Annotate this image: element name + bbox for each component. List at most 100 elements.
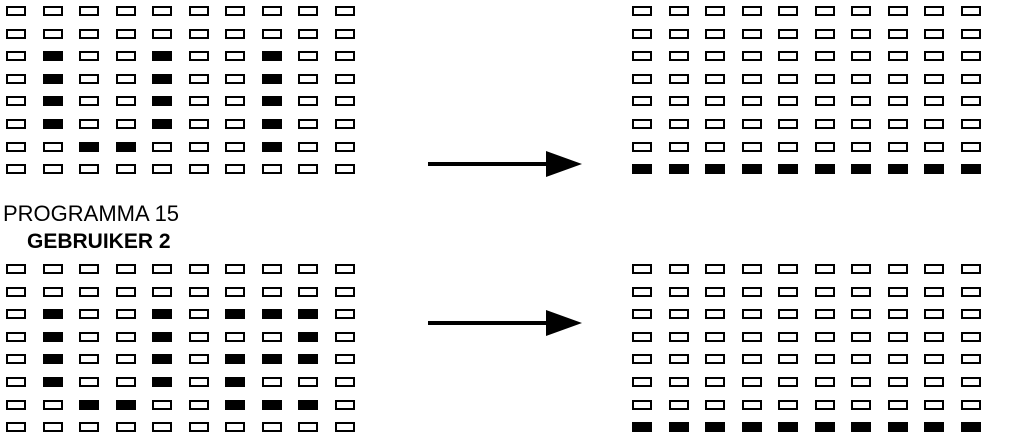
- led-cell-off: [888, 400, 908, 410]
- led-cell-off: [335, 354, 355, 364]
- led-cell-off: [888, 29, 908, 39]
- led-cell-off: [43, 264, 63, 274]
- led-grid-bottom-left: [6, 264, 356, 434]
- led-cell-off: [262, 377, 282, 387]
- led-cell-off: [851, 51, 871, 61]
- led-cell-on: [79, 400, 99, 410]
- led-cell-off: [815, 332, 835, 342]
- led-cell-on: [851, 422, 871, 432]
- led-cell-off: [152, 6, 172, 16]
- led-cell-off: [669, 287, 689, 297]
- led-cell-on: [742, 164, 762, 174]
- led-cell-off: [262, 422, 282, 432]
- led-cell-off: [851, 377, 871, 387]
- led-cell-on: [778, 422, 798, 432]
- led-cell-off: [888, 287, 908, 297]
- led-cell-on: [152, 74, 172, 84]
- led-cell-off: [225, 142, 245, 152]
- led-cell-on: [262, 400, 282, 410]
- led-cell-off: [742, 119, 762, 129]
- led-cell-off: [888, 332, 908, 342]
- led-cell-off: [924, 74, 944, 84]
- led-cell-off: [924, 142, 944, 152]
- led-cell-off: [705, 142, 725, 152]
- led-cell-off: [6, 422, 26, 432]
- led-cell-on: [43, 74, 63, 84]
- led-cell-off: [43, 287, 63, 297]
- led-cell-off: [116, 51, 136, 61]
- led-cell-off: [189, 74, 209, 84]
- led-cell-off: [632, 96, 652, 106]
- led-cell-off: [961, 377, 981, 387]
- led-cell-off: [335, 51, 355, 61]
- led-cell-off: [6, 29, 26, 39]
- led-cell-off: [669, 29, 689, 39]
- led-cell-off: [79, 264, 99, 274]
- led-cell-on: [262, 74, 282, 84]
- led-cell-off: [6, 400, 26, 410]
- led-cell-off: [189, 119, 209, 129]
- led-cell-off: [116, 74, 136, 84]
- led-cell-off: [152, 142, 172, 152]
- led-cell-off: [298, 29, 318, 39]
- led-cell-off: [705, 309, 725, 319]
- led-cell-off: [79, 422, 99, 432]
- led-cell-off: [189, 264, 209, 274]
- led-cell-off: [742, 142, 762, 152]
- led-cell-off: [851, 6, 871, 16]
- led-cell-off: [815, 264, 835, 274]
- led-cell-off: [632, 74, 652, 84]
- led-cell-off: [116, 6, 136, 16]
- led-cell-off: [116, 354, 136, 364]
- led-cell-off: [888, 6, 908, 16]
- led-cell-off: [632, 119, 652, 129]
- led-cell-off: [6, 377, 26, 387]
- led-cell-off: [705, 96, 725, 106]
- led-cell-on: [262, 51, 282, 61]
- led-cell-on: [152, 354, 172, 364]
- led-cell-off: [705, 6, 725, 16]
- led-cell-off: [961, 332, 981, 342]
- led-cell-off: [705, 74, 725, 84]
- led-cell-off: [43, 29, 63, 39]
- led-cell-off: [335, 6, 355, 16]
- led-cell-on: [632, 422, 652, 432]
- led-cell-on: [961, 164, 981, 174]
- led-cell-off: [851, 142, 871, 152]
- led-cell-off: [924, 51, 944, 61]
- led-cell-off: [778, 96, 798, 106]
- led-cell-off: [152, 422, 172, 432]
- led-cell-off: [335, 309, 355, 319]
- led-cell-off: [961, 309, 981, 319]
- led-cell-off: [778, 309, 798, 319]
- led-cell-off: [778, 264, 798, 274]
- led-cell-on: [924, 164, 944, 174]
- led-cell-off: [778, 400, 798, 410]
- led-cell-off: [851, 96, 871, 106]
- led-cell-off: [961, 74, 981, 84]
- led-cell-on: [116, 142, 136, 152]
- led-cell-on: [43, 51, 63, 61]
- led-cell-off: [888, 377, 908, 387]
- arrow-right-icon: [428, 310, 582, 336]
- led-cell-off: [189, 51, 209, 61]
- led-cell-off: [924, 119, 944, 129]
- led-cell-off: [116, 29, 136, 39]
- led-cell-off: [888, 96, 908, 106]
- led-cell-on: [79, 142, 99, 152]
- led-cell-off: [6, 264, 26, 274]
- led-cell-off: [79, 354, 99, 364]
- led-cell-off: [116, 264, 136, 274]
- led-cell-off: [116, 119, 136, 129]
- led-cell-off: [225, 332, 245, 342]
- led-cell-on: [262, 354, 282, 364]
- led-cell-off: [298, 74, 318, 84]
- led-cell-off: [225, 119, 245, 129]
- led-cell-off: [632, 264, 652, 274]
- led-cell-off: [79, 74, 99, 84]
- led-cell-off: [189, 332, 209, 342]
- led-cell-off: [79, 6, 99, 16]
- led-cell-off: [152, 29, 172, 39]
- led-cell-off: [924, 264, 944, 274]
- led-cell-off: [815, 142, 835, 152]
